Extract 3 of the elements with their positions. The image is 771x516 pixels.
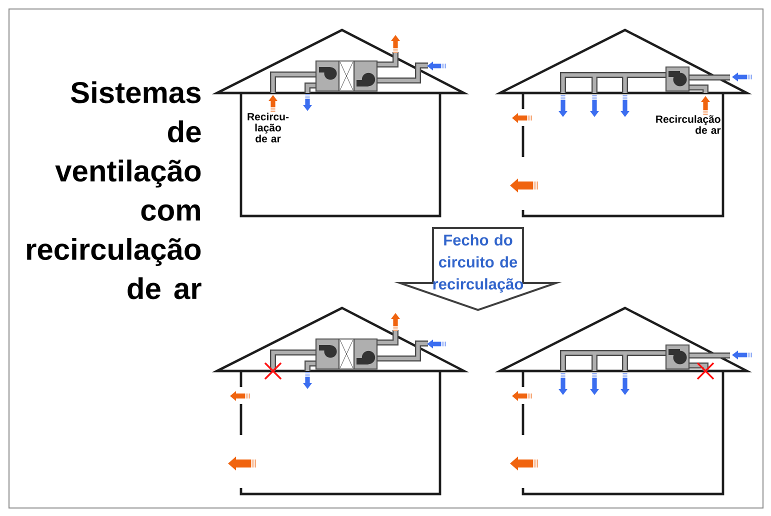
title: Sistemas de ventilação com recirculação de ar (27, 81, 202, 300)
text-label: Recirculação de ar (656, 115, 721, 134)
text-label: Recircu-lação de ar (248, 112, 289, 142)
